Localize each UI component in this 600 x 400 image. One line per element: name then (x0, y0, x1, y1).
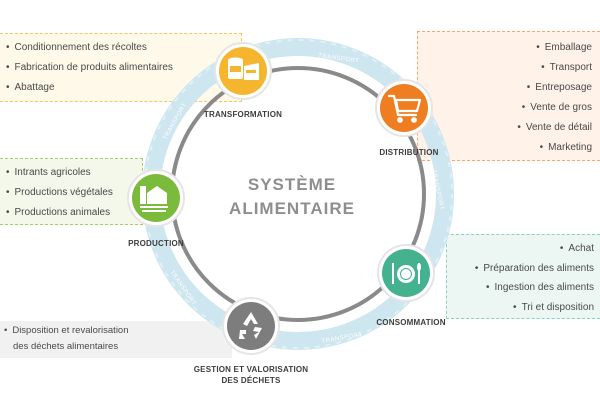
dechets-panel: Disposition et revalorisation des déchets… (0, 321, 232, 358)
consommation-panel: Achat Préparation des aliments Ingestion… (446, 234, 600, 319)
plate-cutlery-icon (392, 263, 421, 284)
transformation-node: TRANSFORMATION (204, 42, 282, 119)
consommation-node: CONSOMMATION (376, 244, 445, 327)
list-item: Productions végétales (6, 183, 142, 203)
node-label: CONSOMMATION (376, 318, 445, 327)
list-item: Disposition et revalorisation des déchets… (4, 323, 232, 355)
list-item: Productions animales (6, 203, 142, 223)
list-item: Abattage (6, 78, 241, 98)
list-item: Achat (447, 239, 594, 259)
list-item: Transport (418, 58, 592, 78)
list-item: Tri et disposition (447, 298, 594, 318)
list-item: Ingestion des aliments (447, 278, 594, 298)
node-label: PRODUCTION (128, 239, 184, 248)
list-item: Emballage (418, 38, 592, 58)
list-item-line2: des déchets alimentaires (13, 341, 119, 352)
food-products-icon (228, 57, 259, 80)
transport-label: TRANSPORT (318, 53, 360, 65)
list-item: Vente de gros (418, 98, 592, 118)
node-label: TRANSFORMATION (204, 110, 282, 119)
distribution-panel: Emballage Transport Entreposage Vente de… (417, 31, 600, 161)
node-label-line1: GESTION ET VALORISATION (194, 365, 309, 374)
list-item: Conditionnement des récoltes (6, 38, 241, 58)
transformation-panel: Conditionnement des récoltes Fabrication… (0, 33, 242, 102)
list-item: Préparation des aliments (447, 259, 594, 279)
list-item: Intrants agricoles (6, 163, 142, 183)
production-panel: Intrants agricoles Productions végétales… (0, 158, 143, 225)
farm-building-icon (140, 186, 168, 212)
production-node: PRODUCTION (127, 169, 185, 248)
dechets-node: GESTION ET VALORISATION DES DÉCHETS (194, 297, 309, 385)
list-item-line1: Disposition et revalorisation (12, 325, 129, 336)
transport-ring-texture (143, 39, 453, 349)
list-item: Marketing (418, 138, 592, 158)
distribution-node: DISTRIBUTION (375, 79, 438, 157)
list-item: Fabrication de produits alimentaires (6, 58, 241, 78)
list-item: Entreposage (418, 78, 592, 98)
node-label: DISTRIBUTION (379, 148, 438, 157)
shopping-cart-icon (387, 94, 422, 123)
center-title-line2: ALIMENTAIRE (229, 199, 355, 218)
list-item: Vente de détail (418, 118, 592, 138)
center-title-line1: SYSTÈME (248, 175, 336, 194)
recycle-icon (239, 312, 262, 339)
node-label-line2: DES DÉCHETS (221, 376, 281, 385)
